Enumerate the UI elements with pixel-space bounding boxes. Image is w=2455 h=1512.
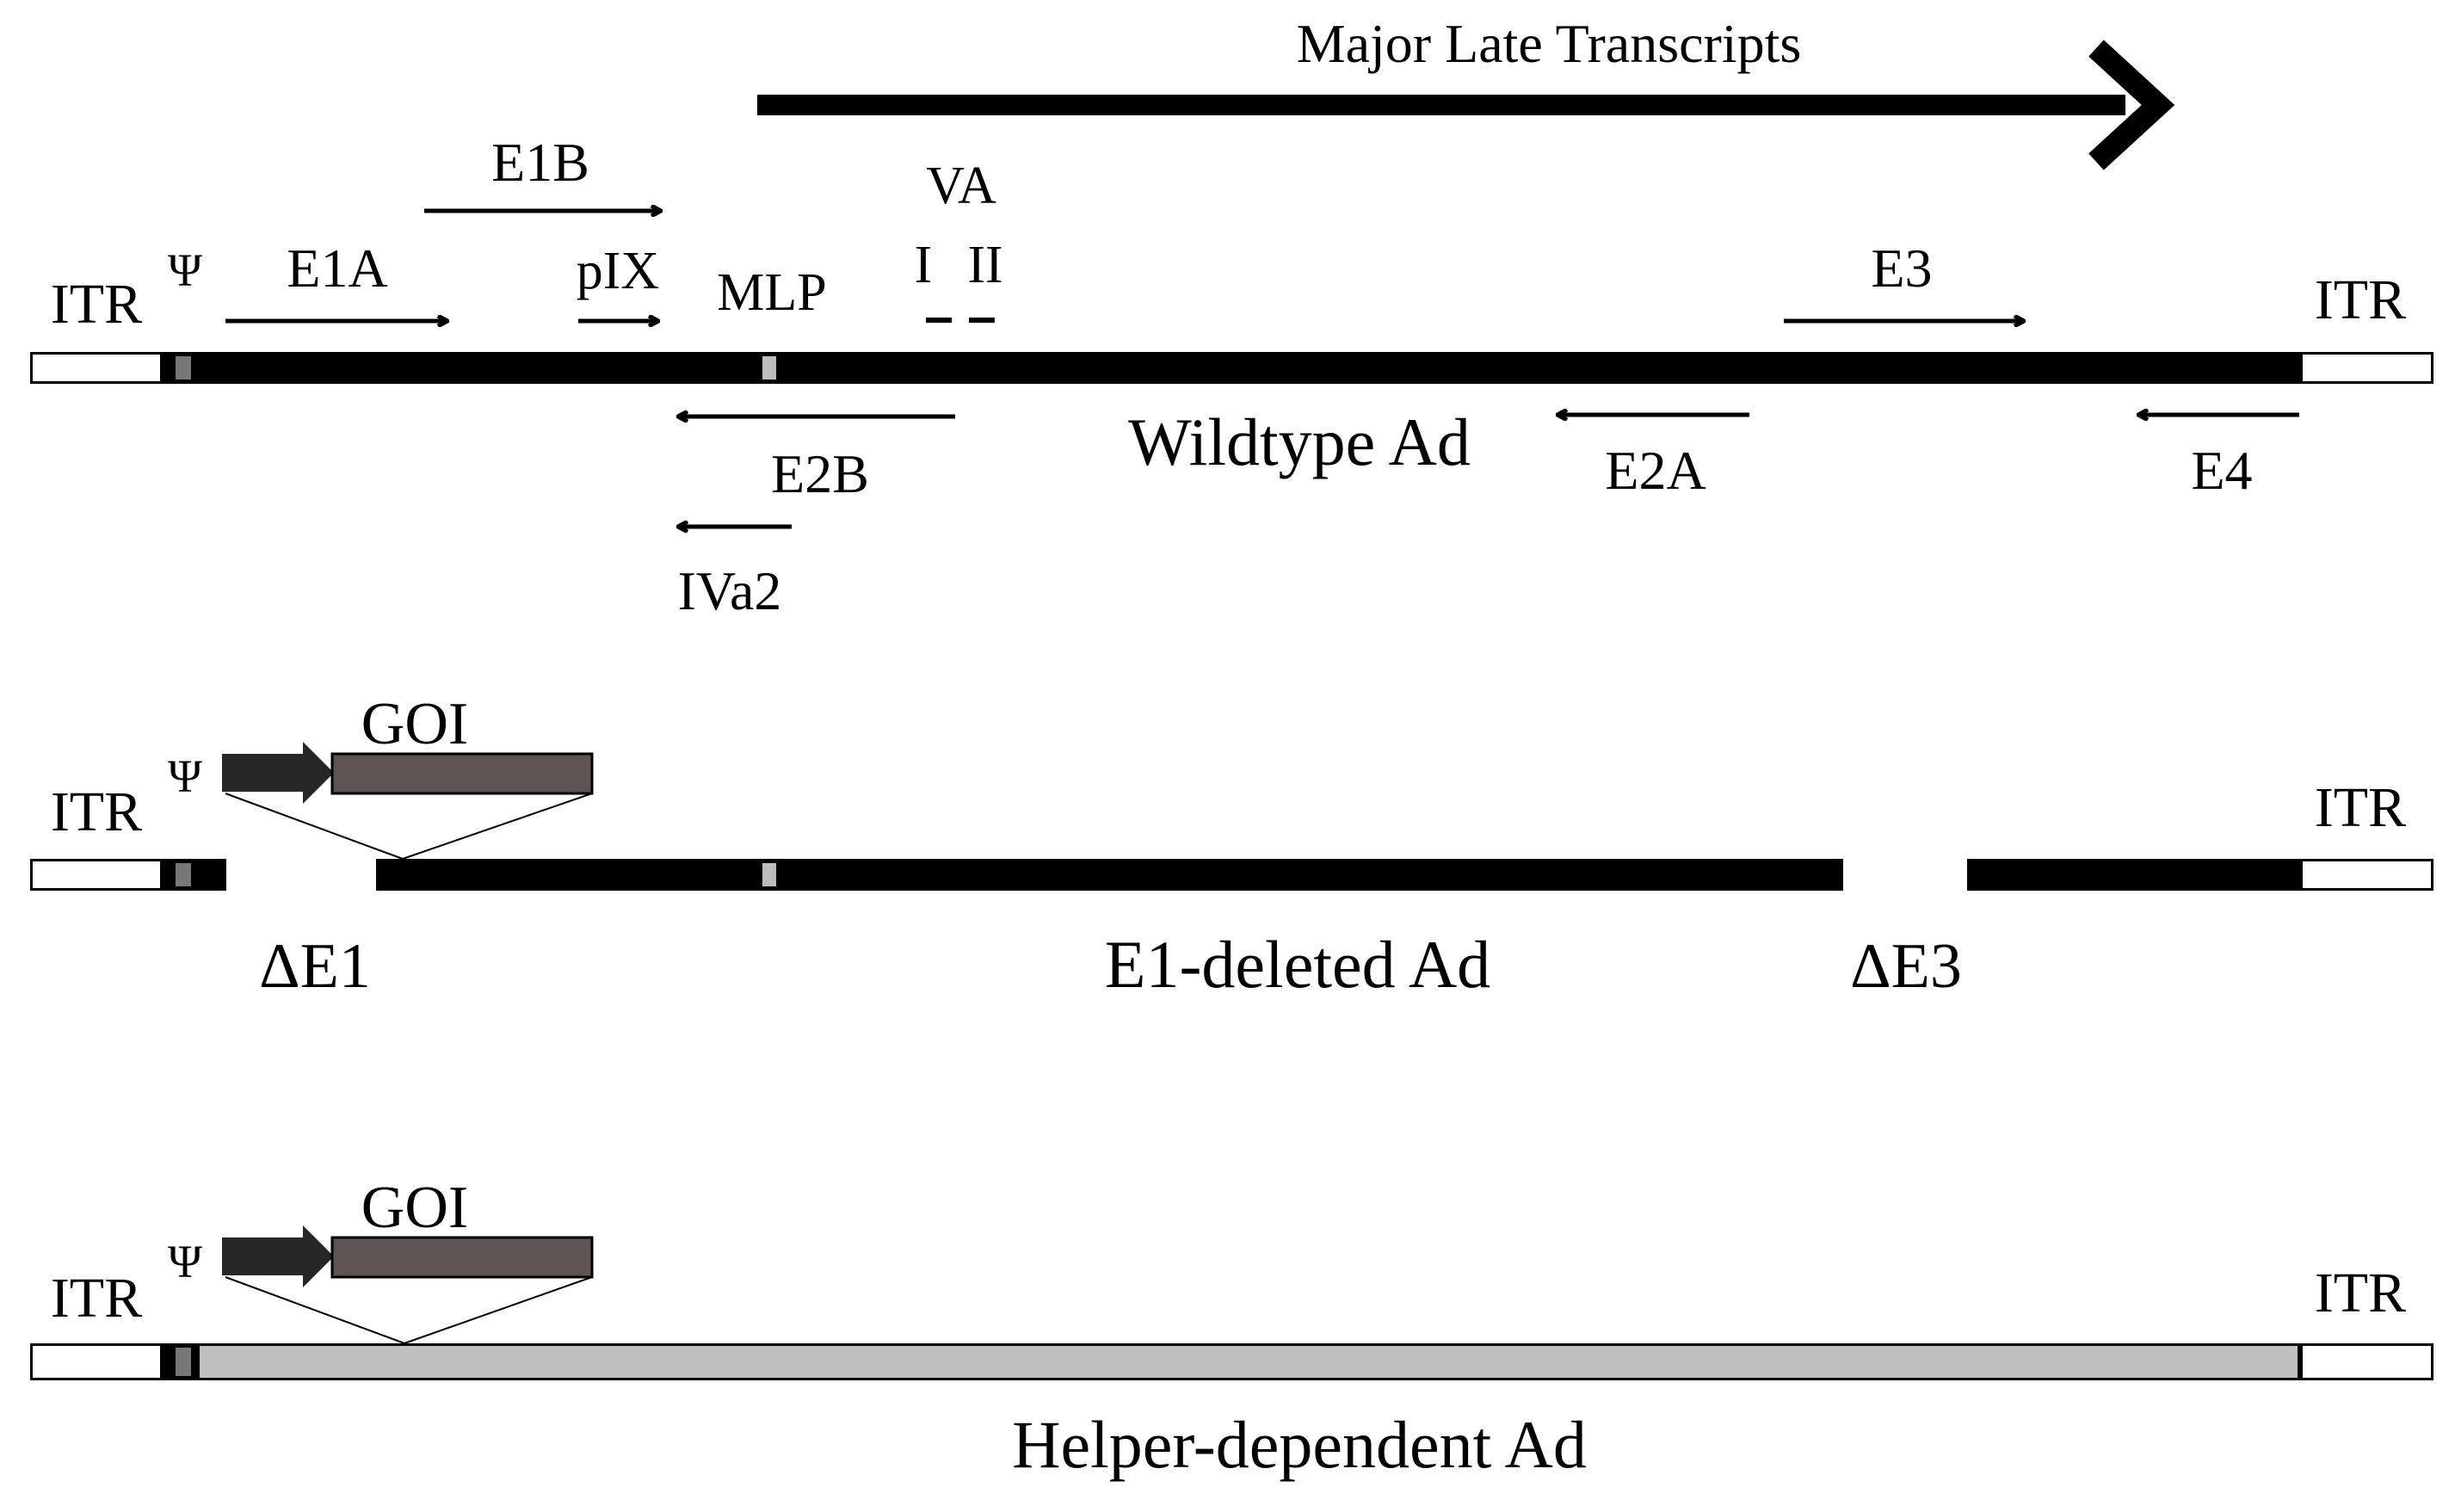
helper-dependent-left-itr	[33, 1346, 160, 1378]
e2b-label: E2B	[771, 443, 869, 504]
delta-e3-label: ΔE3	[1850, 931, 1962, 1002]
helper-dependent-psi-marker	[176, 1348, 191, 1376]
e1-deleted-right-itr	[2303, 861, 2431, 888]
major-late-arrowhead	[2088, 40, 2175, 170]
helper-dependent-right-itr	[2303, 1346, 2431, 1378]
e1-deleted-psi-label: Ψ	[168, 750, 202, 802]
mlp-marker	[762, 356, 776, 380]
e1-deleted-psi-marker	[176, 863, 191, 886]
e1-deleted-insert-line-right	[402, 793, 593, 860]
helper-dependent-right-itr-label: ITR	[2315, 1262, 2406, 1324]
pix-label: pIX	[577, 242, 659, 300]
helper-dependent-ad-title: Helper-dependent Ad	[1012, 1407, 1587, 1482]
helper-dependent-insert-line-right	[404, 1276, 593, 1344]
iva2-label: IVa2	[678, 560, 782, 621]
e1-deleted-mlp-marker	[762, 863, 776, 886]
wildtype-left-itr-label: ITR	[51, 273, 142, 336]
wildtype-ad-panel: Major Late Transcripts ITR ITR Ψ E1A E1B…	[30, 13, 2433, 621]
e1a-label: E1A	[287, 238, 387, 299]
e1-deleted-goi-label: GOI	[361, 691, 468, 757]
wildtype-right-itr-label: ITR	[2315, 268, 2406, 331]
e2a-label: E2A	[1605, 440, 1706, 501]
helper-dependent-left-itr-label: ITR	[51, 1267, 142, 1330]
e1-deleted-ad-panel: ITR ITR Ψ GOI ΔE1 E1-deleted Ad ΔE3	[30, 691, 2433, 1002]
major-late-transcripts-label: Major Late Transcripts	[1297, 13, 1802, 74]
helper-dependent-psi-label: Ψ	[168, 1236, 202, 1287]
helper-dependent-insert-line-left	[225, 1276, 405, 1344]
e3-label: E3	[1871, 238, 1932, 299]
helper-dependent-promoter-arrow	[222, 1225, 334, 1287]
e1-deleted-promoter-arrow	[222, 742, 334, 804]
e1-deleted-ad-title: E1-deleted Ad	[1105, 927, 1490, 1002]
va-i-label: I	[915, 236, 933, 294]
wildtype-genome-backbone	[30, 352, 2433, 384]
wildtype-psi-label: Ψ	[168, 244, 202, 296]
e1-deleted-right-itr-label: ITR	[2315, 776, 2406, 839]
helper-dependent-goi-label: GOI	[361, 1175, 468, 1241]
helper-dependent-stuffer	[200, 1346, 2298, 1378]
va-label: VA	[926, 157, 996, 215]
wildtype-psi-marker	[176, 356, 191, 380]
helper-dependent-goi-box	[330, 1236, 594, 1279]
e1-deleted-insert-line-left	[225, 793, 404, 860]
e1-deleted-left-itr-label: ITR	[51, 781, 142, 843]
e1-deleted-left-itr	[33, 861, 160, 888]
e1-deleted-middle-segment	[376, 859, 1843, 891]
delta-e1-label: ΔE1	[259, 931, 371, 1002]
e1b-label: E1B	[491, 132, 589, 193]
wildtype-ad-title: Wildtype Ad	[1128, 404, 1471, 479]
wildtype-left-itr	[33, 355, 160, 381]
helper-dependent-ad-panel: ITR ITR Ψ GOI Helper-dependent Ad	[30, 1175, 2433, 1482]
wildtype-right-itr	[2303, 355, 2431, 381]
e4-label: E4	[2191, 440, 2252, 501]
mlp-label: MLP	[717, 263, 826, 322]
e1-deleted-goi-box	[330, 752, 594, 795]
va-ii-label: II	[967, 236, 1002, 294]
